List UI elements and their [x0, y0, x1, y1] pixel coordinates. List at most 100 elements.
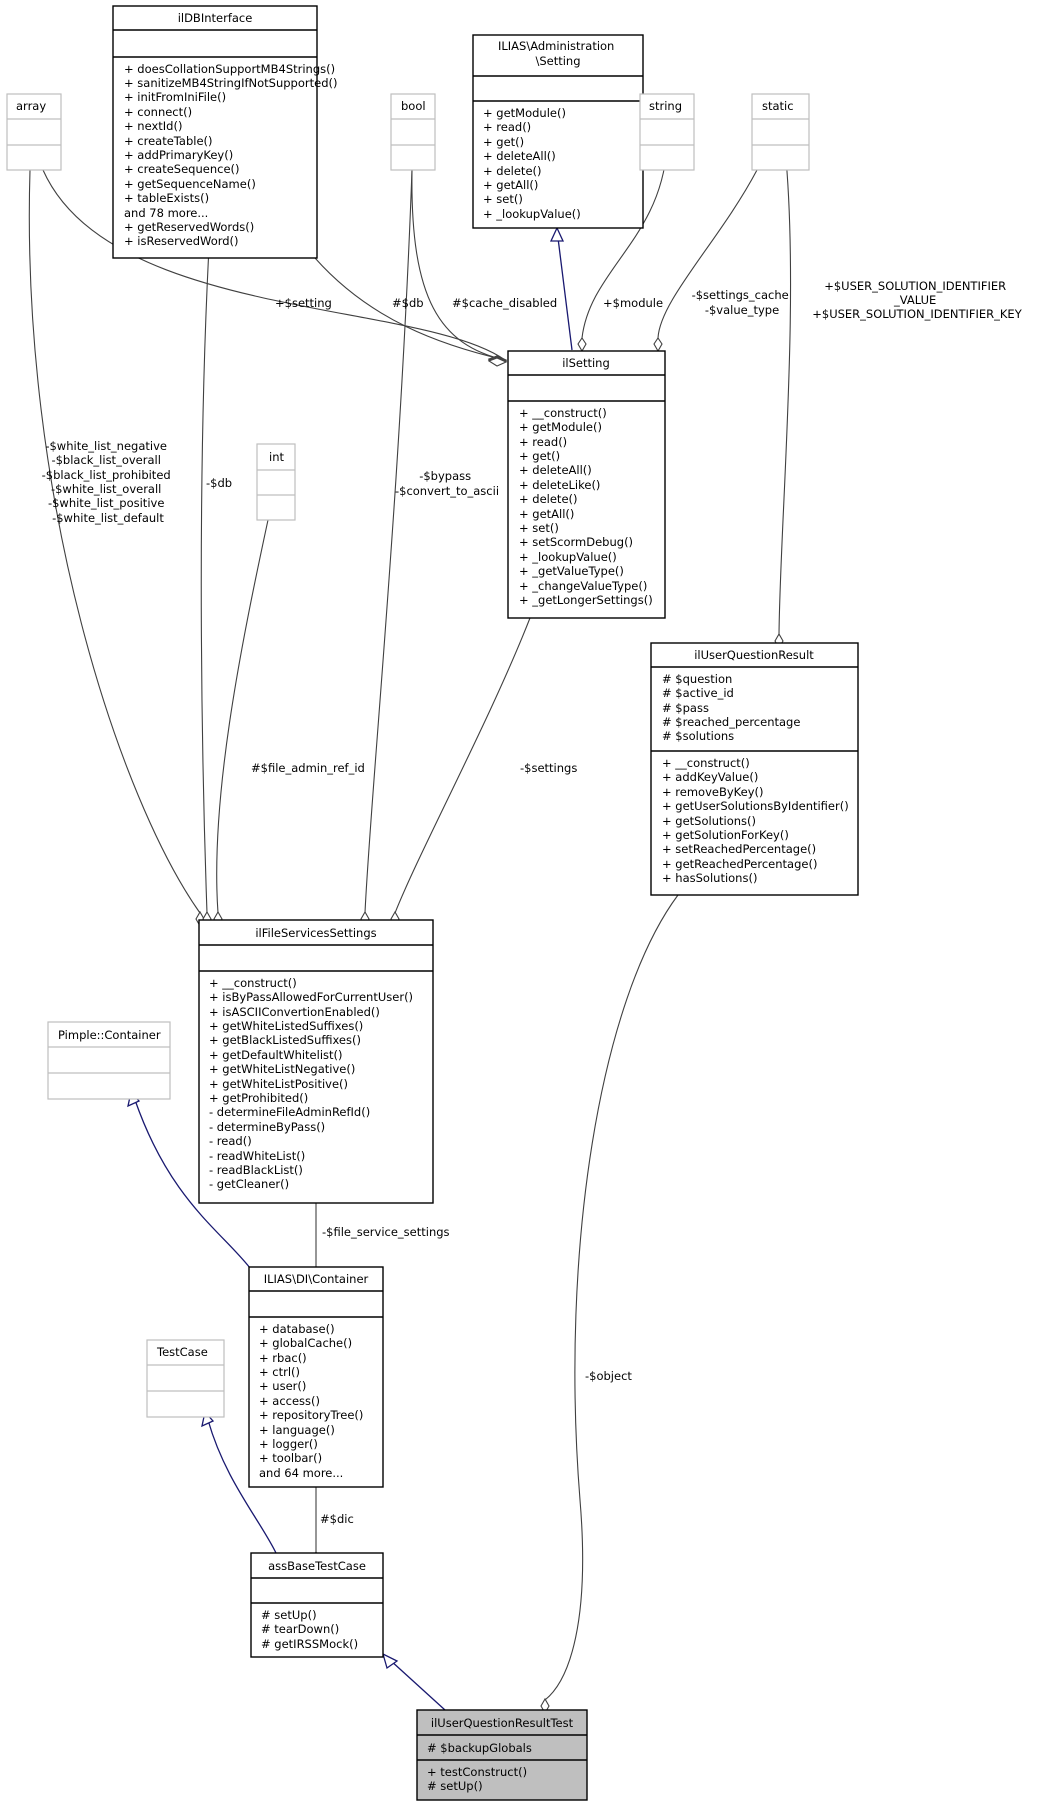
- edge-labels: +$setting #$db #$cache_disabled +$module…: [42, 279, 1023, 1526]
- class-name: ilUserQuestionResult: [694, 648, 814, 662]
- class-box: [146, 1339, 225, 1418]
- method: + setReachedPercentage(): [662, 842, 816, 856]
- edge-int-files: [216, 519, 269, 914]
- method: + connect(): [124, 105, 192, 119]
- edge-label-db-ilsetting: #$db: [392, 296, 424, 310]
- method: + _getValueType(): [519, 564, 624, 578]
- method: + doesCollationSupportMB4Strings(): [124, 62, 335, 76]
- method: + createSequence(): [124, 162, 240, 176]
- method-list: + doesCollationSupportMB4Strings() + san…: [124, 62, 341, 248]
- method: + globalCache(): [259, 1336, 352, 1350]
- class-box: [507, 350, 666, 619]
- class-di-container[interactable]: ILIAS\DI\Container + database() + global…: [248, 1266, 384, 1488]
- edge-assbase-inherit: [389, 1659, 446, 1711]
- method: + deleteLike(): [519, 478, 600, 492]
- edge-label-cache-disabled: #$cache_disabled: [452, 296, 557, 310]
- class-iluserquestionresult[interactable]: ilUserQuestionResult # $question # $acti…: [650, 642, 859, 896]
- method: + __construct(): [662, 756, 750, 770]
- class-name-line: \Setting: [535, 54, 580, 68]
- edge-label-white-list-line: -$white_list_overall: [51, 482, 161, 496]
- class-ilfileservicessettings[interactable]: ilFileServicesSettings + __construct() +…: [198, 919, 434, 1204]
- method: # getIRSSMock(): [261, 1637, 358, 1651]
- class-name: ilFileServicesSettings: [255, 926, 376, 940]
- method: + deleteAll(): [483, 149, 556, 163]
- class-assbasetestcase[interactable]: assBaseTestCase # setUp() # tearDown() #…: [250, 1552, 384, 1658]
- method: + isASCIIConvertionEnabled(): [209, 1005, 380, 1019]
- method: + rbac(): [259, 1351, 307, 1365]
- method-list: + testConstruct() # setUp(): [427, 1765, 531, 1793]
- edge-label-white-list-line: -$white_list_negative: [45, 439, 167, 453]
- class-box: [472, 34, 644, 229]
- method: + delete(): [519, 492, 578, 506]
- class-string[interactable]: string: [639, 93, 695, 171]
- edge-label-settings-cache-line: -$settings_cache: [692, 288, 789, 302]
- edge-label-dic: #$dic: [320, 1512, 354, 1526]
- method: + read(): [483, 120, 531, 134]
- class-name: TestCase: [156, 1345, 208, 1359]
- method: + getModule(): [519, 420, 602, 434]
- edge-label-object: -$object: [585, 1369, 632, 1383]
- edge-label-user-solution: +$USER_SOLUTION_IDENTIFIER _VALUE +$USER…: [812, 279, 1022, 321]
- method: + isByPassAllowedForCurrentUser(): [209, 990, 413, 1004]
- class-box: [198, 919, 434, 1204]
- method: + getReservedWords(): [124, 220, 254, 234]
- attribute: # $question: [662, 672, 732, 686]
- edge-label-file-admin-ref-id: #$file_admin_ref_id: [251, 761, 365, 775]
- class-bool[interactable]: bool: [390, 93, 436, 171]
- edge-label-setting: +$setting: [275, 296, 332, 310]
- edge-label-settings-cache: -$settings_cache -$value_type: [692, 288, 793, 317]
- class-name: ILIAS\Administration \Setting: [498, 39, 618, 68]
- method: + getDefaultWhitelist(): [209, 1048, 343, 1062]
- edge-static-ilsetting: [657, 169, 758, 339]
- class-box: [250, 1552, 384, 1658]
- edge-label-white-list-line: -$white_list_default: [52, 511, 164, 525]
- method: + database(): [259, 1322, 335, 1336]
- class-ilsetting[interactable]: ilSetting + __construct() + getModule() …: [507, 350, 666, 619]
- method: + _lookupValue(): [519, 550, 617, 564]
- class-iluserquestionresulttest[interactable]: ilUserQuestionResultTest # $backupGlobal…: [416, 1709, 588, 1801]
- method: + addPrimaryKey(): [124, 148, 233, 162]
- method: + access(): [259, 1394, 320, 1408]
- edge-iluqr-test: [544, 894, 679, 1701]
- class-pimple-container[interactable]: Pimple::Container: [47, 1021, 171, 1100]
- edge-label-white-list-line: -$black_list_overall: [51, 453, 160, 467]
- inherit-arrow-assbase: [381, 1652, 399, 1670]
- method: + createTable(): [124, 134, 213, 148]
- method: + getAll(): [483, 178, 538, 192]
- edge-label-user-solution-line: _VALUE: [893, 293, 936, 307]
- method-list: + getModule() + read() + get() + deleteA…: [483, 106, 581, 221]
- edge-admin-setting-inherit: [557, 237, 573, 351]
- edge-static-iluserquestionresult: [778, 147, 792, 636]
- edge-label-db-files: -$db: [206, 476, 232, 490]
- edge-testcase-inherit: [207, 1419, 277, 1554]
- method: + hasSolutions(): [662, 871, 757, 885]
- class-array[interactable]: array: [6, 93, 62, 171]
- method-list: # setUp() # tearDown() # getIRSSMock(): [261, 1608, 358, 1651]
- method: + getSequenceName(): [124, 177, 256, 191]
- method: + sanitizeMB4StringIfNotSupported(): [124, 76, 337, 90]
- edge-label-user-solution-line: +$USER_SOLUTION_IDENTIFIER: [824, 279, 1006, 293]
- method: - readWhiteList(): [209, 1149, 305, 1163]
- class-testcase[interactable]: TestCase: [146, 1339, 225, 1418]
- method: + isReservedWord(): [124, 234, 239, 248]
- aggregation-diamond: [577, 337, 587, 353]
- edge-string-ilsetting: [581, 147, 668, 339]
- attribute: # $pass: [662, 701, 709, 715]
- class-int[interactable]: int: [256, 443, 296, 521]
- edge-label-white-list-line: -$white_list_positive: [48, 496, 164, 510]
- method: + getAll(): [519, 507, 574, 521]
- edge-label-convert-line: -$convert_to_ascii: [395, 484, 499, 498]
- edge-pimple-inherit: [134, 1099, 251, 1269]
- class-name: ilDBInterface: [178, 11, 253, 25]
- method: + ctrl(): [259, 1365, 300, 1379]
- method: and 78 more...: [124, 206, 208, 220]
- class-static[interactable]: static: [751, 93, 810, 171]
- method: - read(): [209, 1134, 252, 1148]
- edge-label-bypass: -$bypass -$convert_to_ascii: [395, 469, 499, 498]
- method: + toolbar(): [259, 1451, 322, 1465]
- edge-label-white-list-line: -$black_list_prohibited: [42, 468, 171, 482]
- method: + set(): [519, 521, 559, 535]
- class-administration-setting[interactable]: ILIAS\Administration \Setting + getModul…: [472, 34, 644, 229]
- class-ildbinterface[interactable]: ilDBInterface + doesCollationSupportMB4S…: [112, 5, 341, 259]
- edge-ilsetting-files: [394, 617, 531, 914]
